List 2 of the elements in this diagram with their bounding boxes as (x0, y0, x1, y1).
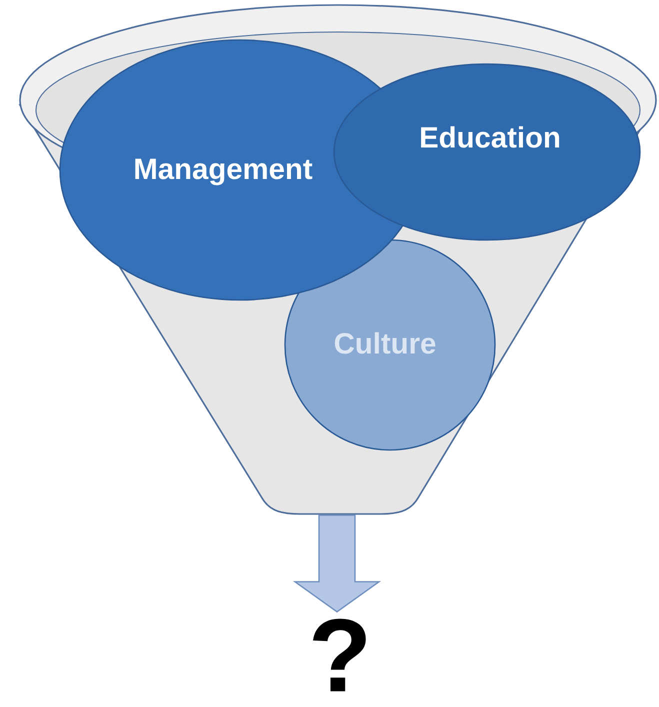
result-text: ? (313, 618, 366, 692)
block-arrow (292, 514, 382, 613)
